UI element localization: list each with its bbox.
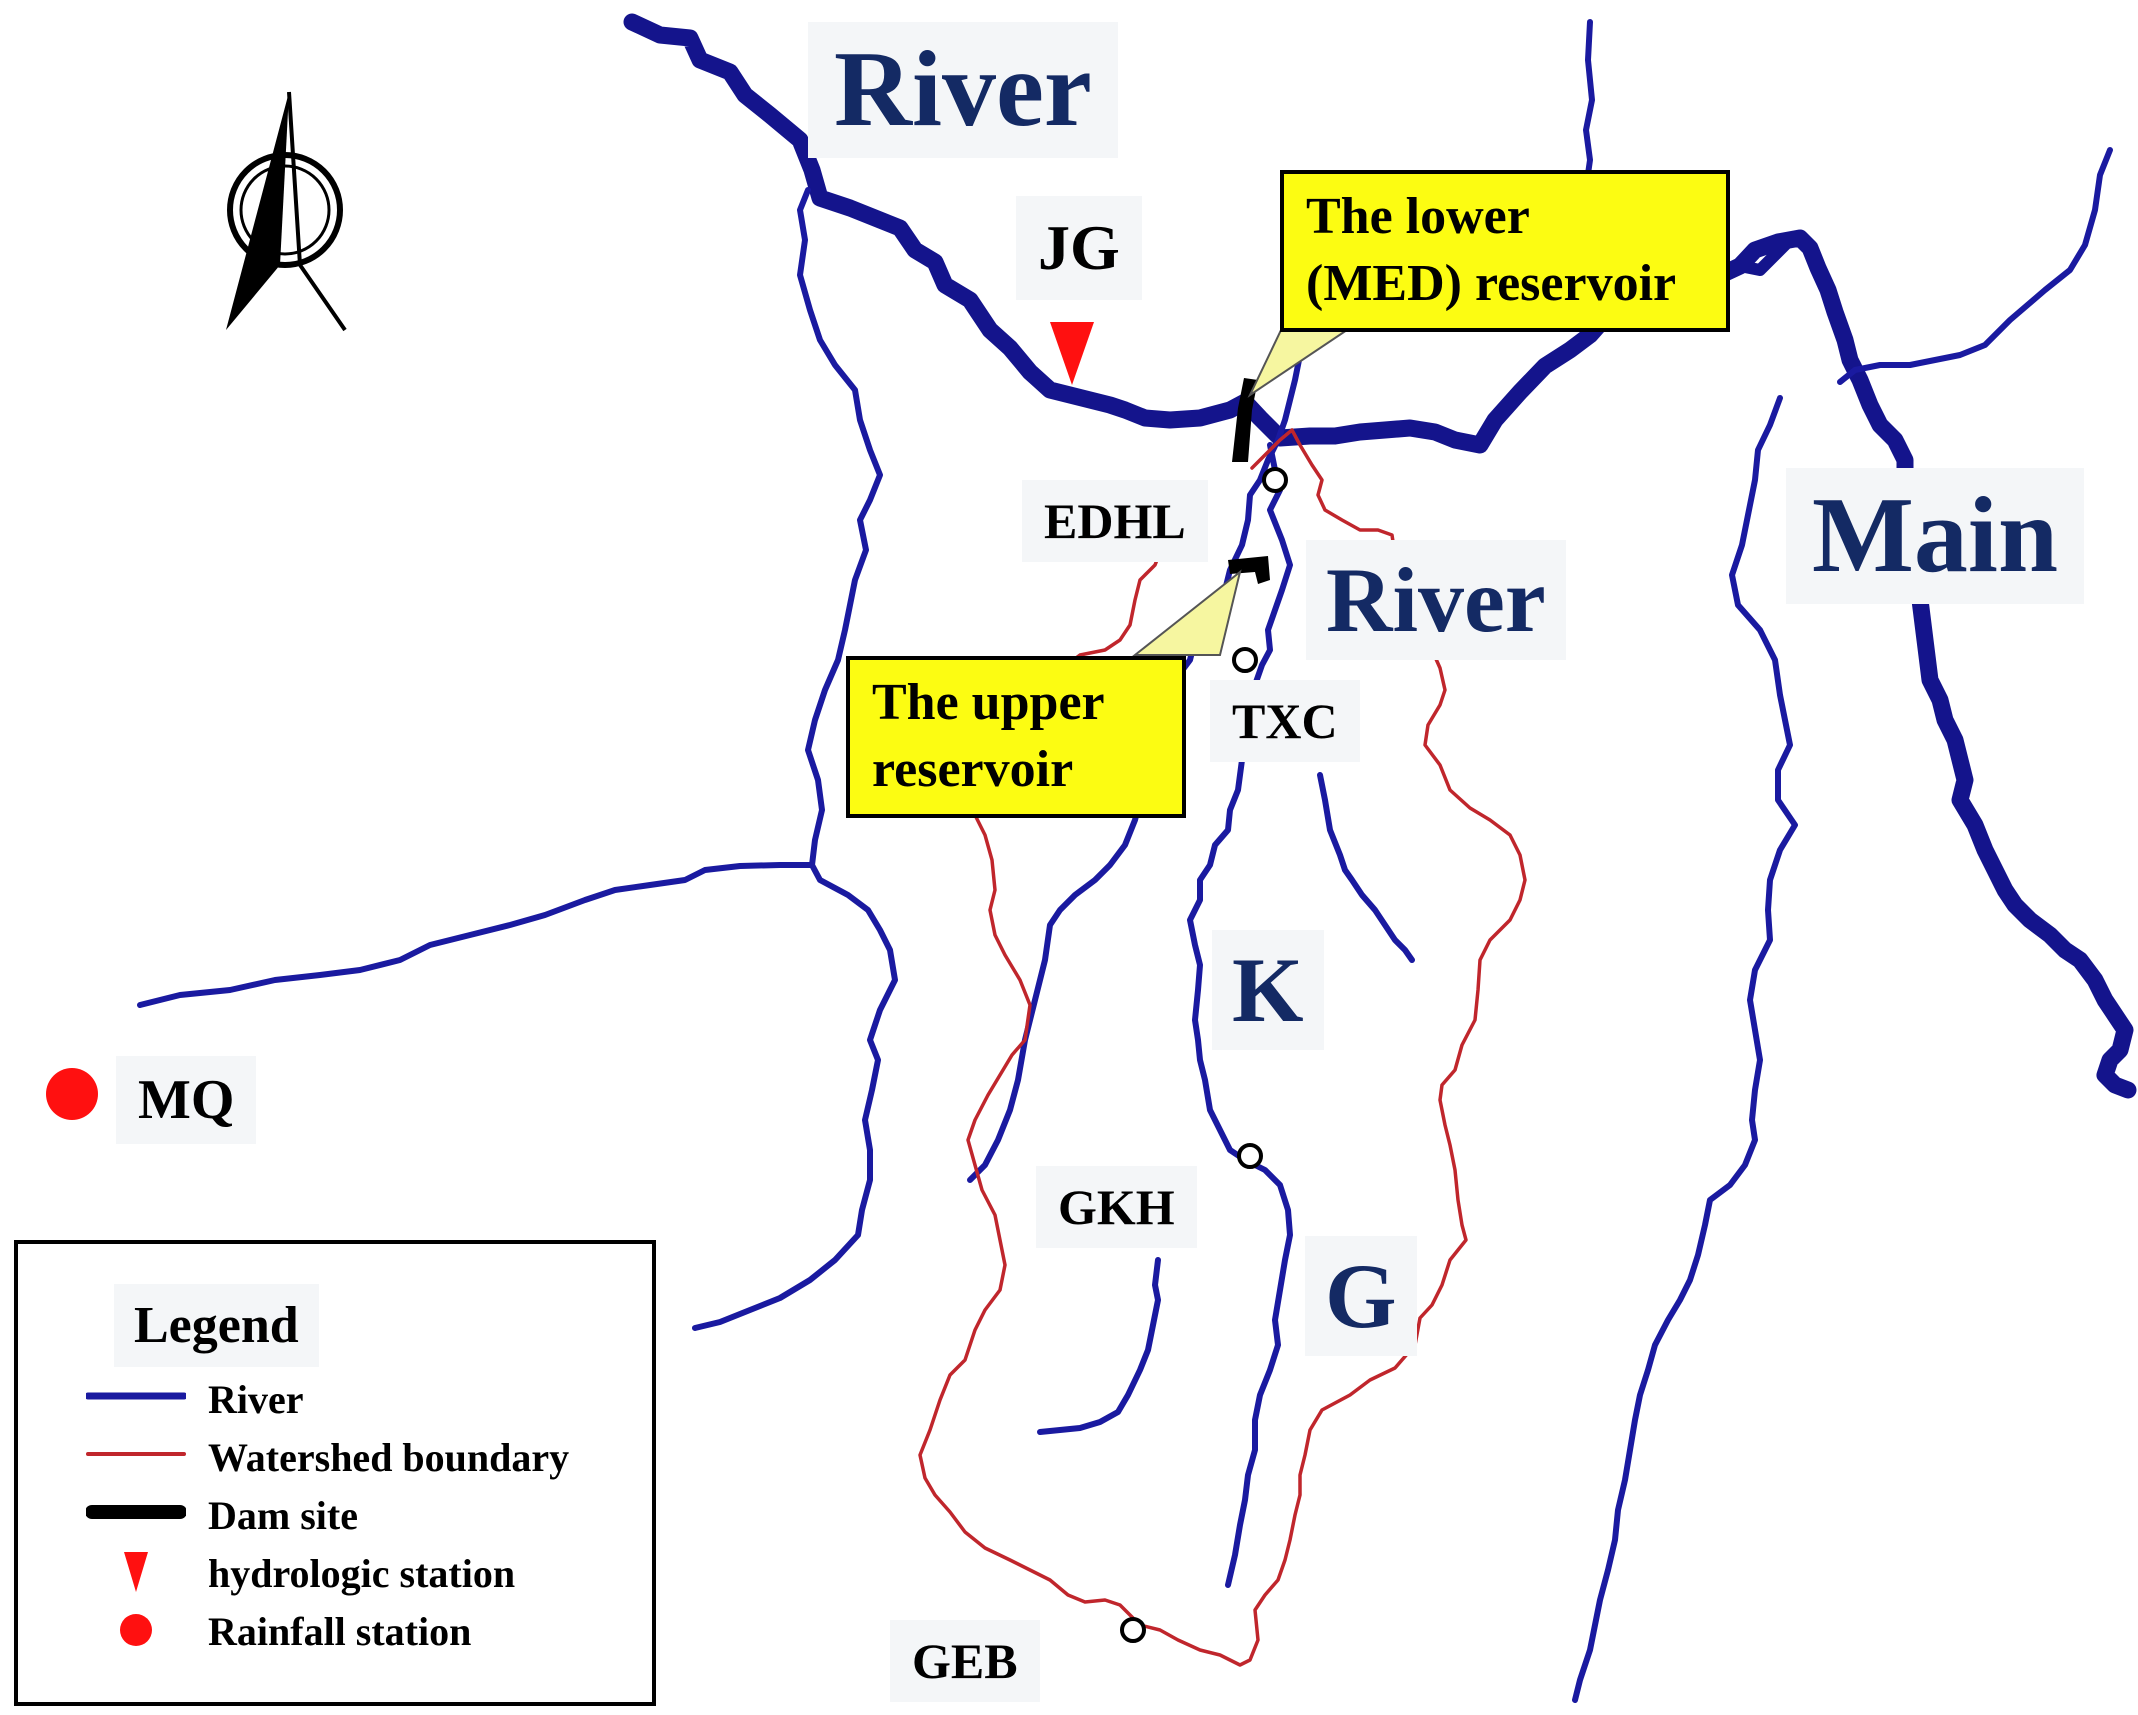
river-k [1187,442,1293,1588]
station-label-mq: MQ [116,1056,257,1144]
station-marker-gkh [1237,1143,1263,1169]
callout-lower-reservoir: The lower (MED) reservoir [1280,170,1730,332]
watershed-boundary [918,428,1527,1667]
station-label-edhl: EDHL [1022,480,1208,562]
legend-label-river: River [208,1377,304,1422]
legend: Legend River Watershed boundary Dam site… [14,1240,656,1706]
station-label-geb: GEB [890,1620,1040,1702]
dam-site-lower [1232,378,1258,462]
river-west-vertical [692,187,898,1331]
label-g: G [1305,1236,1417,1356]
station-marker-txc [1232,647,1258,673]
river-line-icon [86,1392,186,1400]
callout-upper-reservoir: The upper reservoir [846,656,1186,818]
legend-item-rainfall: Rainfall station [18,1602,654,1658]
dam-site-upper [1228,556,1270,584]
rainfall-station-mq [46,1068,98,1120]
callout-lower-line1: The lower [1306,188,1530,245]
boundary-line-icon [86,1452,186,1456]
river-east-upper [1837,147,2113,385]
legend-label-hydrologic: hydrologic station [208,1551,516,1596]
callout-pointer-lower [1247,327,1354,398]
river-gkh-branch [1037,1257,1161,1435]
callout-pointer-upper [1132,569,1242,656]
legend-label-rainfall: Rainfall station [208,1609,472,1654]
river-east-long [1572,395,1798,1703]
station-label-jg: JG [1016,196,1142,300]
legend-item-dam: Dam site [18,1486,654,1542]
station-marker-edhl [1262,467,1288,493]
red-dot-icon [120,1614,152,1646]
label-river-mid: River [1306,540,1566,660]
river-west-branch [137,862,815,1008]
station-label-txc: TXC [1210,680,1360,762]
legend-label-dam: Dam site [208,1493,358,1538]
legend-title: Legend [114,1284,319,1367]
red-triangle-icon [124,1552,148,1592]
hydrologic-station-jg [1050,322,1094,385]
north-arrow-icon [226,91,347,332]
legend-item-hydrologic: hydrologic station [18,1544,654,1600]
main-river-fork [1734,234,1796,276]
callout-lower-line2: (MED) reservoir [1306,254,1677,312]
legend-label-boundary: Watershed boundary [208,1435,570,1480]
label-river-top: River [808,22,1118,158]
dam-bar-icon [86,1505,186,1519]
callout-upper-line1: The upper [872,674,1105,731]
legend-item-river: River [18,1370,654,1426]
label-main: Main [1786,468,2085,604]
station-marker-geb [1120,1617,1146,1643]
legend-item-boundary: Watershed boundary [18,1428,654,1484]
river-txc-branch [1317,772,1415,963]
station-label-gkh: GKH [1036,1166,1197,1248]
callout-upper-line2: reservoir [872,740,1074,798]
label-k: K [1212,930,1324,1050]
